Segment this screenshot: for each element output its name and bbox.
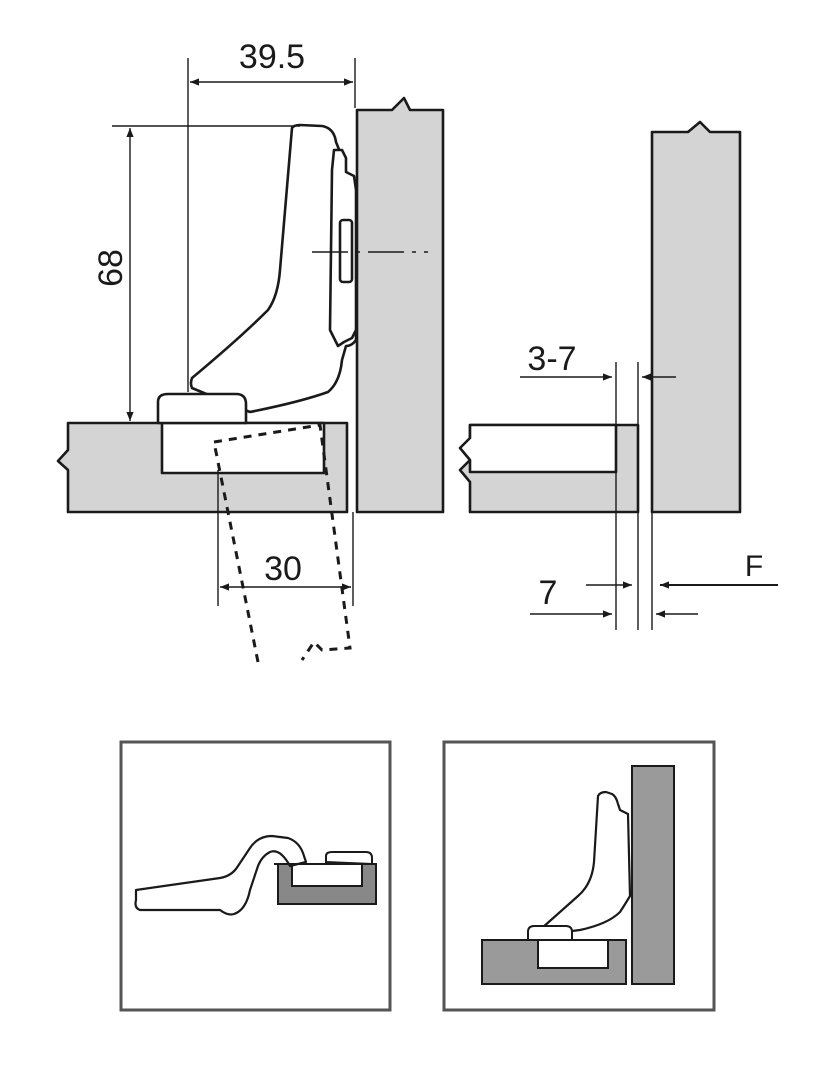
inset-open-cup-head	[325, 851, 373, 866]
hinge-cup-head	[156, 392, 248, 425]
dimension-39-5: 39.5	[239, 38, 305, 76]
hinge-cup-bore	[160, 421, 326, 475]
side-panel-left	[355, 96, 445, 514]
hinge-arm	[189, 123, 358, 414]
inset-closed-side-panel	[631, 765, 675, 985]
dimension-7: 7	[539, 574, 558, 612]
dimension-30: 30	[264, 550, 302, 588]
door-rebate	[458, 423, 618, 474]
inset-open-cup	[291, 863, 363, 887]
force-label: F	[745, 550, 763, 583]
hinge-closed-icon	[540, 790, 632, 936]
inset-closed-cup	[537, 939, 609, 969]
inset-closed-cup-head	[527, 925, 573, 941]
dimension-3-7: 3-7	[527, 340, 576, 378]
hinge-open-icon	[134, 834, 308, 916]
door-open-dashed	[212, 423, 352, 663]
side-panel-right	[650, 120, 742, 514]
mounting-plate-slot	[338, 218, 354, 284]
dimension-68: 68	[92, 249, 130, 287]
